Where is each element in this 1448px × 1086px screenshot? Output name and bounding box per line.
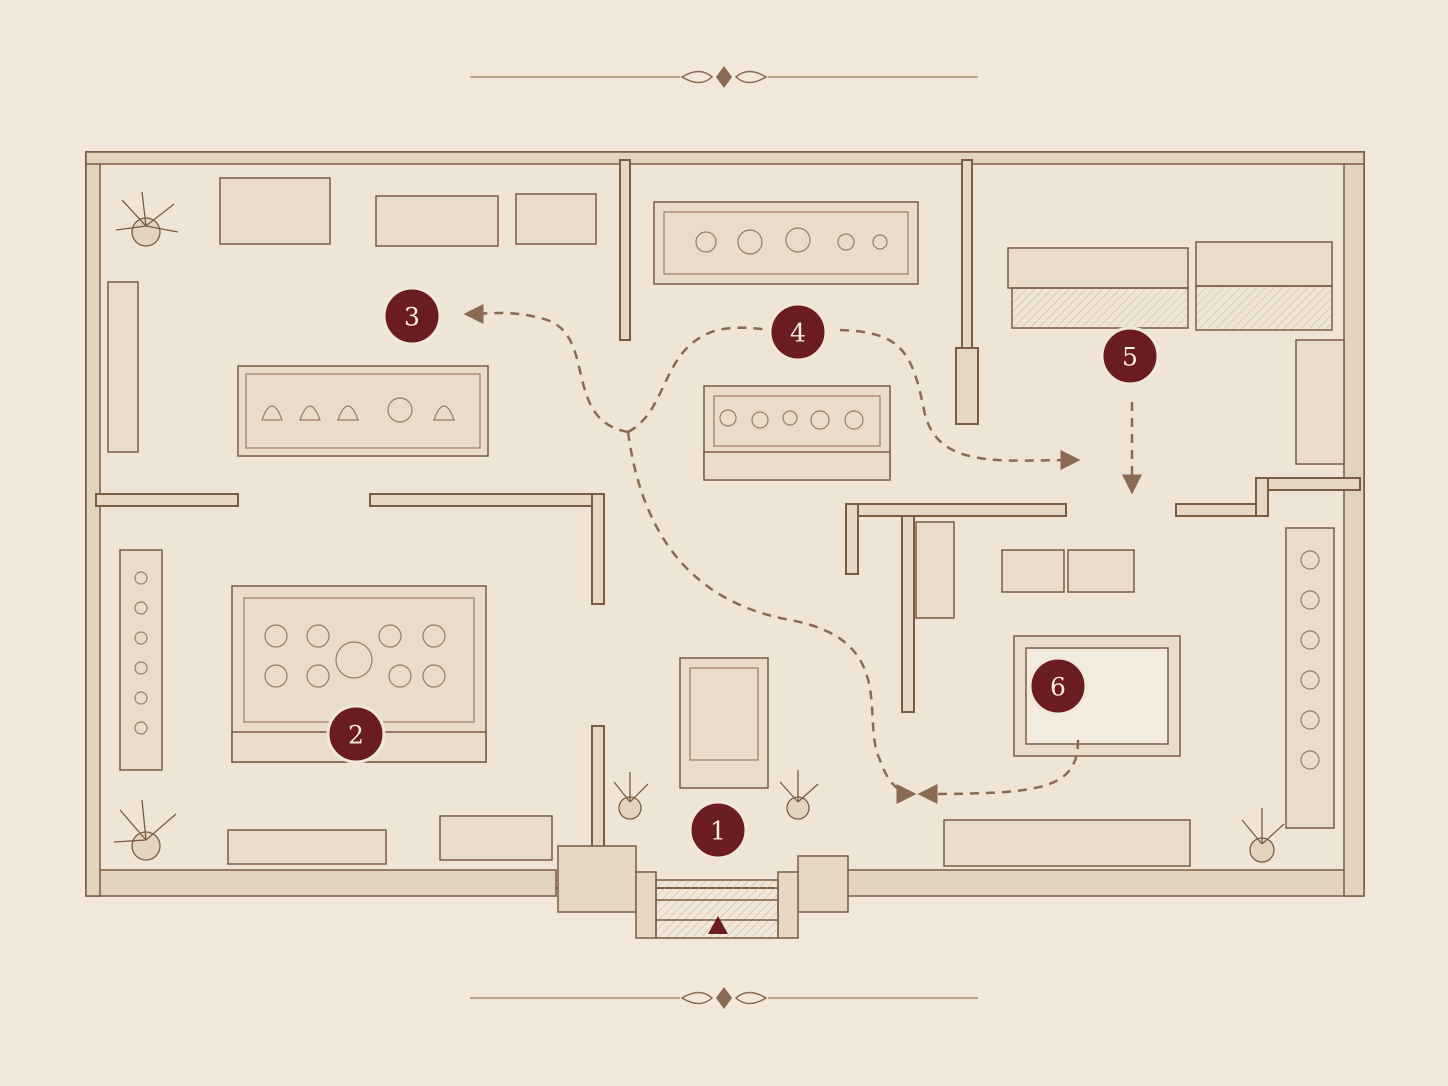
marker-label: 1 [710,817,726,846]
marker-label: 3 [404,303,420,332]
flourish-ornament-icon [470,987,978,1009]
marker-circle [1028,656,1088,716]
flourish-ornament-icon [470,66,978,88]
tour-route [463,303,1142,804]
entrance-steps [557,845,849,939]
map-marker-6[interactable]: 6 [1028,656,1088,716]
marker-circle [382,286,442,346]
map-marker-3[interactable]: 3 [382,286,442,346]
marker-label: 6 [1050,673,1066,702]
map-marker-2[interactable]: 2 [326,704,386,764]
potted-plant-icon [613,772,649,820]
potted-plant-icon [779,770,819,820]
marker-label: 4 [790,319,806,348]
potted-plant-icon [115,191,179,247]
outer-walls [85,151,1365,897]
entrance-arrow-icon [708,916,728,934]
potted-plant-icon [113,799,177,861]
display-cases [107,177,1345,867]
marker-circle [768,302,828,362]
potted-plant-icon [1241,808,1285,863]
marker-label: 5 [1122,343,1138,372]
marker-circle [1100,326,1160,386]
marker-label: 2 [348,721,364,750]
marker-circle [326,704,386,764]
marker-circle [688,800,748,860]
map-marker-1[interactable]: 1 [688,800,748,860]
map-marker-5[interactable]: 5 [1100,326,1160,386]
markers-layer: 1 2 3 4 5 6 [326,286,1160,860]
map-marker-4[interactable]: 4 [768,302,828,362]
interior-walls [95,159,1361,861]
